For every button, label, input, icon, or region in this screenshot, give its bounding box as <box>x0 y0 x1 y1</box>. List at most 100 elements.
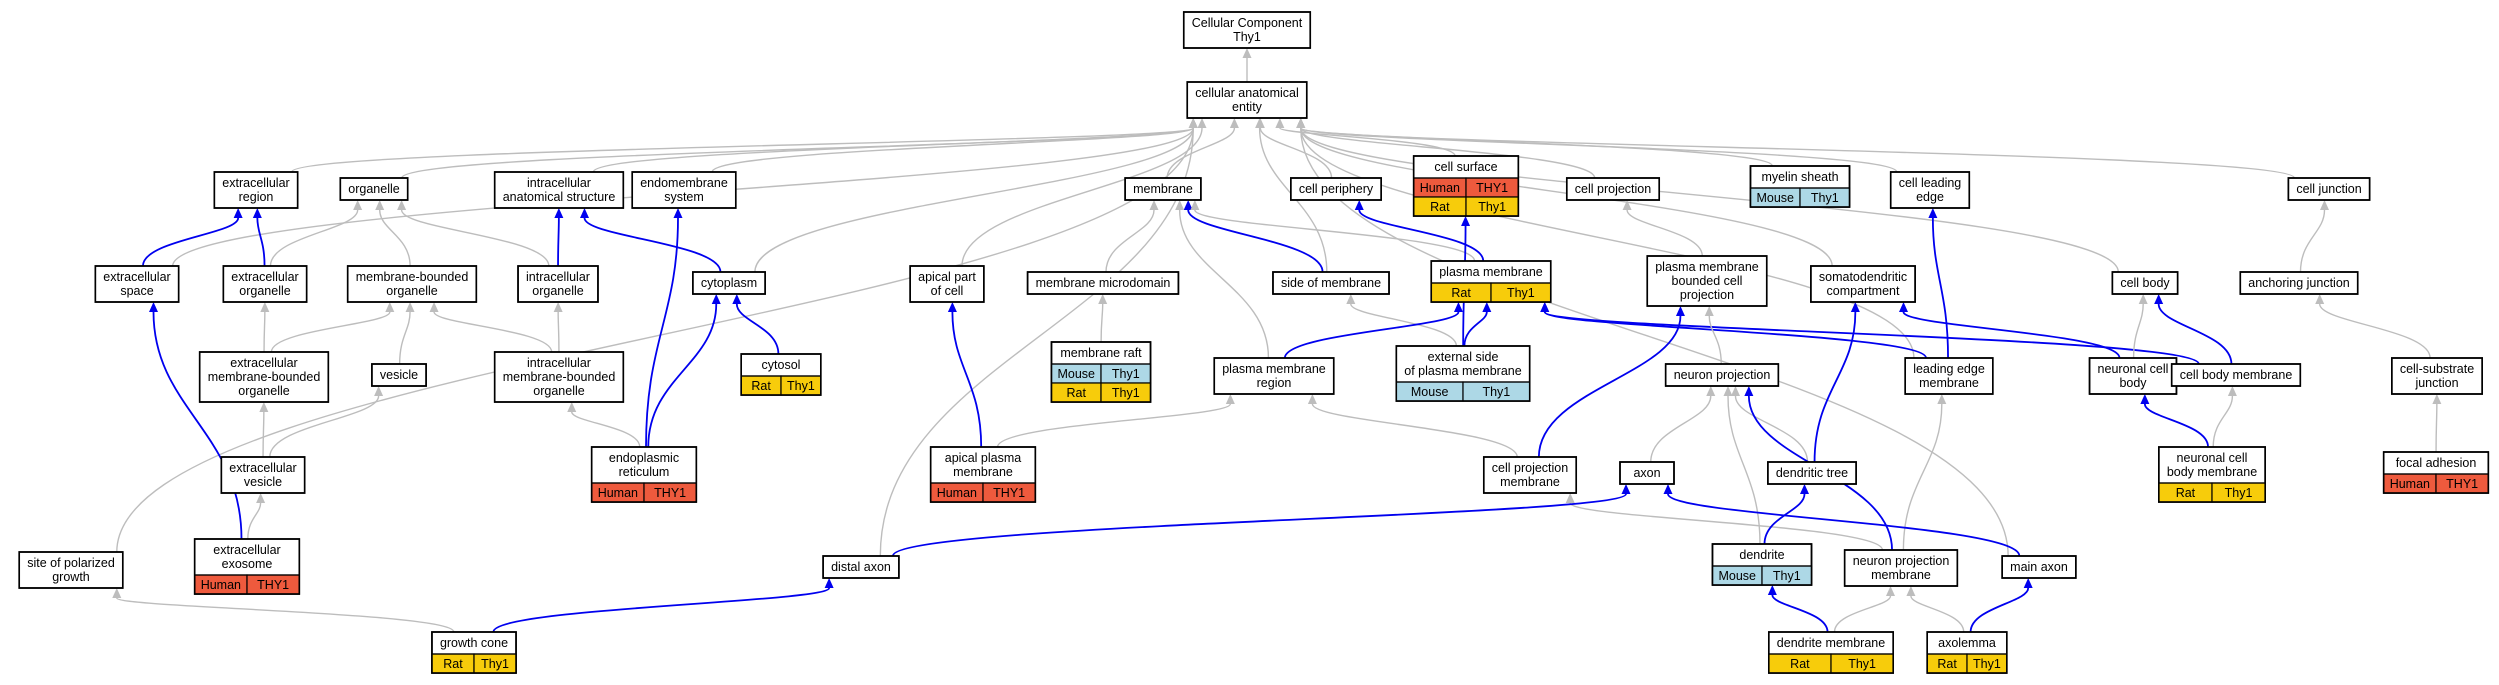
annotation-text: Rat <box>2176 486 2196 500</box>
node-sidemem[interactable]: side of membrane <box>1272 271 1390 295</box>
node-cellproj[interactable]: cell projection <box>1565 177 1661 201</box>
node-label: body membrane <box>2167 465 2257 479</box>
node-label: body <box>2119 376 2147 390</box>
node-outline <box>1124 177 1202 201</box>
node-label: cell-substrate <box>2400 362 2474 376</box>
node-mainaxon[interactable]: main axon <box>2001 555 2077 579</box>
edge-cpm-to-pmreg <box>1311 403 1518 458</box>
node-label: leading edge <box>1913 362 1985 376</box>
node-dtree[interactable]: dendritic tree <box>1767 461 1857 485</box>
node-label: organelle <box>386 284 437 298</box>
node-label: region <box>1257 376 1292 390</box>
annotation-text: Human <box>2390 477 2430 491</box>
node-memmicro[interactable]: membrane microdomain <box>1026 271 1180 295</box>
node-anchjunc[interactable]: anchoring junction <box>2239 271 2359 295</box>
annotation-text: Rat <box>443 657 463 671</box>
node-cellper[interactable]: cell periphery <box>1290 177 1382 201</box>
edge-arrowhead <box>1565 493 1575 503</box>
node-outline <box>1767 631 1895 674</box>
edge-cytosol-to-cytoplasm <box>735 303 780 355</box>
edge-npm-to-cpm <box>1569 502 1884 551</box>
node-cytoplasm[interactable]: cytoplasm <box>692 271 766 295</box>
edge-arrowhead <box>1622 200 1632 210</box>
edge-arrowhead <box>1354 200 1364 210</box>
node-outline <box>1050 341 1152 403</box>
edge-er-to-cytoplasm <box>647 303 718 448</box>
edge-arrowhead <box>2023 578 2033 588</box>
node-label: endomembrane <box>640 176 728 190</box>
edge-axolemma-to-mainaxon <box>1969 587 2030 633</box>
annotation-text: THY1 <box>654 486 686 500</box>
edge-arrowhead <box>149 302 158 312</box>
edge-exo-to-exves <box>247 502 262 540</box>
node-outline <box>590 446 698 503</box>
node-distal[interactable]: distal axon <box>822 555 900 579</box>
node-axon[interactable]: axon <box>1619 461 1675 485</box>
node-label: growth cone <box>440 636 508 650</box>
edge-distal-to-axon <box>891 493 1627 557</box>
node-outline <box>909 265 985 303</box>
edge-arrowhead <box>1453 302 1463 312</box>
node-outline <box>1565 177 1661 201</box>
annotation-text: THY1 <box>993 486 1025 500</box>
node-celljunc[interactable]: cell junction <box>2287 177 2371 201</box>
node-cbm[interactable]: cell body membrane <box>2170 363 2302 387</box>
node-outline <box>198 351 330 403</box>
edge-arrowhead <box>1188 118 1198 128</box>
node-membrane[interactable]: membrane <box>1124 177 1202 201</box>
edge-arrowhead <box>553 302 563 312</box>
edge-exmbo-to-mbo <box>270 311 391 353</box>
node-label: of plasma membrane <box>1404 364 1521 378</box>
node-outline <box>1810 265 1916 303</box>
node-outline <box>1711 543 1813 586</box>
annotation-text: Human <box>201 578 241 592</box>
node-neuproj[interactable]: neuron projection <box>1664 363 1780 387</box>
node-outline <box>493 171 625 209</box>
edge-dmem-to-npm <box>1833 595 1892 633</box>
node-label: intracellular <box>527 176 591 190</box>
node-vesicle[interactable]: vesicle <box>371 363 427 387</box>
edge-endomem-to-cae <box>711 127 1194 173</box>
node-outline <box>431 631 517 674</box>
node-organelle[interactable]: organelle <box>339 177 409 201</box>
node-cellbody[interactable]: cell body <box>2111 271 2179 295</box>
